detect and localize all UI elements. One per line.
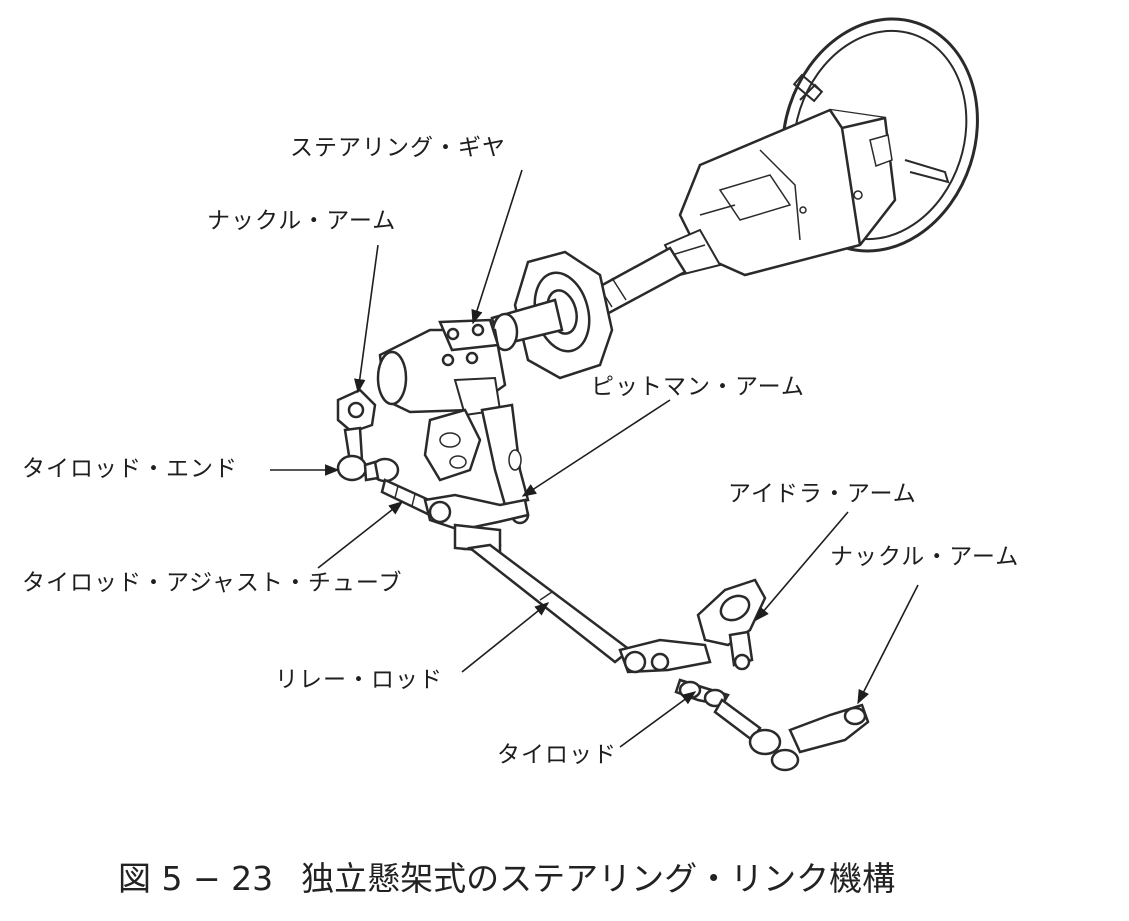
relay-rod-part (466, 543, 633, 664)
knuckle-arm-left-part (336, 388, 377, 464)
label-steering-gear: ステアリング・ギヤ (290, 135, 506, 161)
figure-number: 図 5 − 23 (118, 859, 274, 898)
figure-title: 独立懸架式のステアリング・リンク機構 (301, 859, 896, 898)
figure-caption: 図 5 − 23 独立懸架式のステアリング・リンク機構 (118, 862, 895, 895)
pitman-arm-part (480, 403, 530, 525)
label-tie-rod-end: タイロッド・エンド (22, 456, 238, 482)
tie-rod-end-part (336, 454, 400, 483)
leader-pitman-arm (521, 399, 671, 497)
steering-gearbox (376, 318, 507, 482)
leader-relay-rod (461, 602, 550, 673)
center-link-joint (423, 493, 530, 555)
leader-tie-rod-adjust-tube (317, 501, 404, 569)
label-pitman-arm: ピットマン・アーム (591, 374, 805, 400)
knuckle-arm-right-part (788, 703, 870, 754)
right-tie-rod-assembly (618, 638, 800, 772)
leader-idler-arm (755, 511, 849, 622)
leader-tie-rod (619, 691, 697, 748)
label-tie-rod-adjust-tube: タイロッド・アジャスト・チューブ (22, 570, 403, 596)
label-relay-rod: リレー・ロッド (275, 667, 443, 693)
label-tie-rod: タイロッド (497, 742, 617, 768)
label-knuckle-arm-right: ナックル・アーム (830, 544, 1020, 570)
label-idler-arm: アイドラ・アーム (728, 481, 917, 507)
steering-column (663, 108, 897, 277)
leader-knuckle-arm-right (857, 584, 919, 705)
leader-knuckle-arm-left (354, 244, 379, 394)
leader-steering-gear (471, 169, 523, 325)
leader-lines (270, 169, 919, 748)
label-knuckle-arm-left: ナックル・アーム (207, 208, 397, 234)
